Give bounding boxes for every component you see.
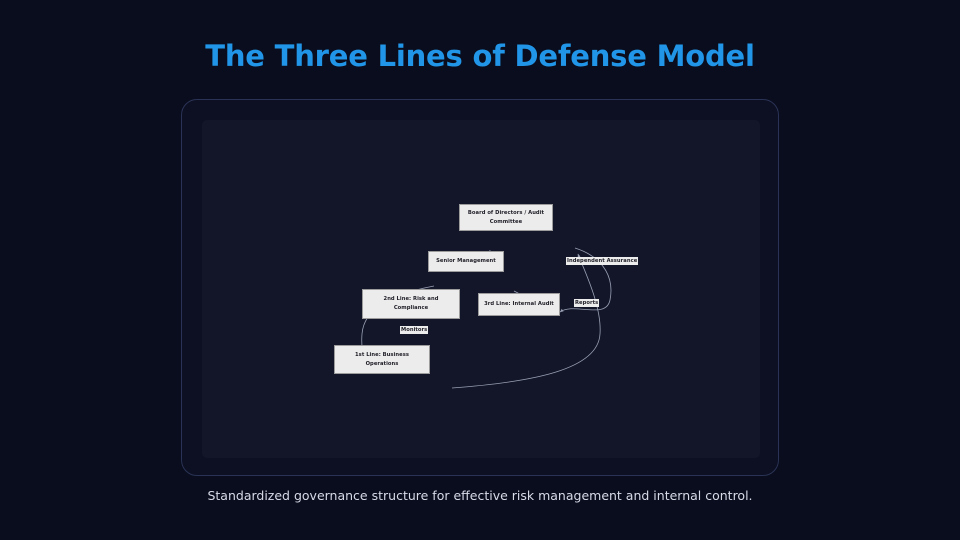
edge-label-reports: Reports (574, 299, 600, 307)
slide-caption: Standardized governance structure for ef… (207, 488, 753, 503)
edge-label-independent-assurance: Independent Assurance (566, 257, 639, 265)
node-line1-label-line1: 1st Line: Business (355, 351, 409, 358)
node-line2-label-line2: Compliance (393, 305, 429, 311)
diagram-card: Board of Directors / Audit Committee Sen… (181, 99, 779, 476)
page-title: The Three Lines of Defense Model (205, 39, 755, 73)
node-board-of-directors[interactable]: Board of Directors / Audit Committee (459, 204, 553, 231)
node-2nd-line-risk-compliance[interactable]: 2nd Line: Risk and Compliance (362, 289, 460, 319)
node-3rd-line-internal-audit[interactable]: 3rd Line: Internal Audit (478, 293, 560, 316)
node-senior-management[interactable]: Senior Management (428, 251, 504, 272)
edge-label-monitors: Monitors (400, 326, 429, 334)
node-senior-label: Senior Management (436, 258, 496, 265)
edge-line1-board (451, 253, 601, 389)
node-1st-line-business-operations[interactable]: 1st Line: Business Operations (334, 345, 430, 374)
node-line2-label-line1: 2nd Line: Risk and (383, 296, 439, 303)
node-board-label-line2: Committee (489, 218, 523, 225)
node-line1-label-line2: Operations (365, 360, 399, 367)
node-line3-label: 3rd Line: Internal Audit (484, 301, 554, 308)
diagram-panel: Board of Directors / Audit Committee Sen… (202, 120, 760, 458)
node-board-label-line1: Board of Directors / Audit (467, 209, 545, 216)
flowchart-edges (361, 247, 612, 389)
